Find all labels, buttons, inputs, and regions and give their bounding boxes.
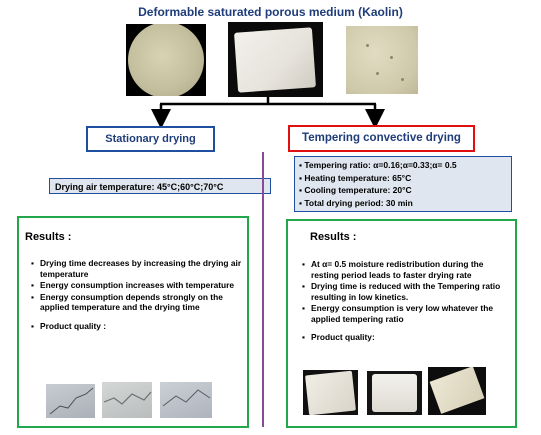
result-item: Energy consumption depends strongly on t… bbox=[31, 292, 243, 313]
tempering-results-panel: Results : At α= 0.5 moisture redistribut… bbox=[286, 219, 517, 428]
tempering-conditions: Tempering ratio: α=0.16;α=0.33;α= 0.5 He… bbox=[294, 156, 512, 212]
stationary-results-panel: Results : Drying time decreases by incre… bbox=[17, 216, 249, 428]
result-item: Energy consumption is very low whatever … bbox=[302, 303, 512, 324]
tempered-sample-photo bbox=[367, 371, 422, 415]
vertical-divider bbox=[262, 152, 264, 427]
tempered-sample-photo bbox=[428, 367, 486, 415]
result-item: Product quality : bbox=[31, 321, 243, 332]
result-item: Energy consumption increases with temper… bbox=[31, 280, 243, 291]
result-item: Drying time decreases by increasing the … bbox=[31, 258, 243, 279]
tempered-sample-photo bbox=[303, 370, 358, 415]
stationary-drying-title: Stationary drying bbox=[86, 126, 215, 152]
condition-item: Heating temperature: 65°C bbox=[299, 172, 507, 185]
air-temperature-condition: Drying air temperature: 45°C;60°C;70°C bbox=[49, 178, 271, 194]
cracked-sample-photo bbox=[102, 382, 152, 418]
cracked-sample-photo bbox=[160, 382, 212, 418]
result-item: Drying time is reduced with the Temperin… bbox=[302, 281, 512, 302]
kaolin-microscope-photo bbox=[126, 24, 206, 96]
condition-item: Cooling temperature: 20°C bbox=[299, 184, 507, 197]
condition-item: Total drying period: 30 min bbox=[299, 197, 507, 210]
results-heading: Results : bbox=[25, 231, 72, 243]
diagram-title: Deformable saturated porous medium (Kaol… bbox=[138, 5, 403, 19]
tempering-drying-title: Tempering convective drying bbox=[288, 125, 475, 152]
kaolin-sample-photo bbox=[228, 22, 323, 97]
cracked-sample-photo bbox=[46, 384, 95, 418]
results-heading: Results : bbox=[310, 231, 357, 243]
kaolin-surface-photo bbox=[346, 26, 418, 94]
result-item: At α= 0.5 moisture redistribution during… bbox=[302, 259, 512, 280]
condition-item: Tempering ratio: α=0.16;α=0.33;α= 0.5 bbox=[299, 159, 507, 172]
result-item: Product quality: bbox=[302, 332, 512, 343]
